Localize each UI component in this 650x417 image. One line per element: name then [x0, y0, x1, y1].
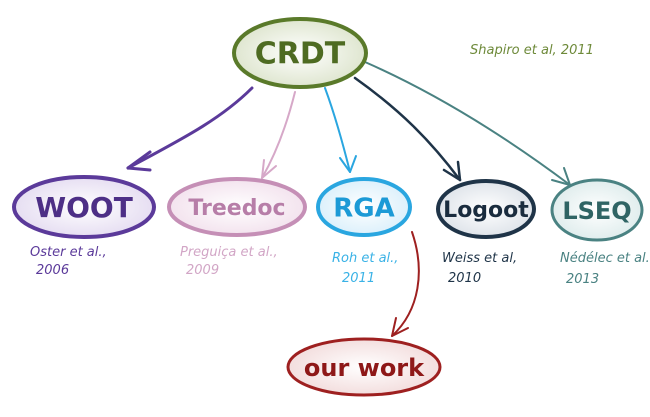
citation-treedoc-line2: 2009: [186, 263, 219, 278]
citation-lseq-line1: Nédélec et al.: [560, 251, 650, 266]
node-logoot[interactable]: Logoot: [436, 179, 536, 239]
node-label-treedoc: Treedoc: [188, 196, 285, 221]
arrow-crdt-to-treedoc: [261, 91, 296, 179]
citation-logoot-line2: 2010: [448, 271, 481, 286]
node-woot[interactable]: WOOT: [12, 175, 156, 239]
node-label-our-work: our work: [304, 354, 425, 382]
arrow-rga-to-our-work: [391, 231, 420, 337]
arrow-crdt-to-lseq: [364, 61, 571, 186]
node-label-rga: RGA: [333, 194, 394, 224]
node-treedoc[interactable]: Treedoc: [167, 177, 307, 237]
citation-woot-line1: Oster et al.,: [30, 245, 107, 260]
citation-logoot-line1: Weiss et al,: [442, 251, 517, 266]
node-label-crdt: CRDT: [255, 37, 346, 72]
citation-rga-line2: 2011: [342, 271, 375, 286]
citation-treedoc-line1: Preguiça et al.,: [180, 245, 278, 260]
node-label-lseq: LSEQ: [562, 197, 631, 225]
node-our-work[interactable]: our work: [286, 337, 442, 397]
citation-shapiro: Shapiro et al, 2011: [470, 43, 594, 58]
arrow-crdt-to-rga: [324, 87, 357, 173]
node-lseq[interactable]: LSEQ: [550, 178, 644, 242]
arrow-crdt-to-logoot: [353, 76, 462, 182]
node-crdt[interactable]: CRDT: [232, 17, 368, 89]
citation-rga-line1: Roh et al.,: [332, 251, 398, 266]
citation-lseq-line2: 2013: [566, 272, 599, 287]
citation-woot-line2: 2006: [36, 263, 69, 278]
arrow-crdt-to-woot: [126, 86, 254, 172]
node-label-logoot: Logoot: [443, 198, 529, 223]
node-label-woot: WOOT: [35, 191, 133, 224]
node-rga[interactable]: RGA: [316, 177, 412, 237]
